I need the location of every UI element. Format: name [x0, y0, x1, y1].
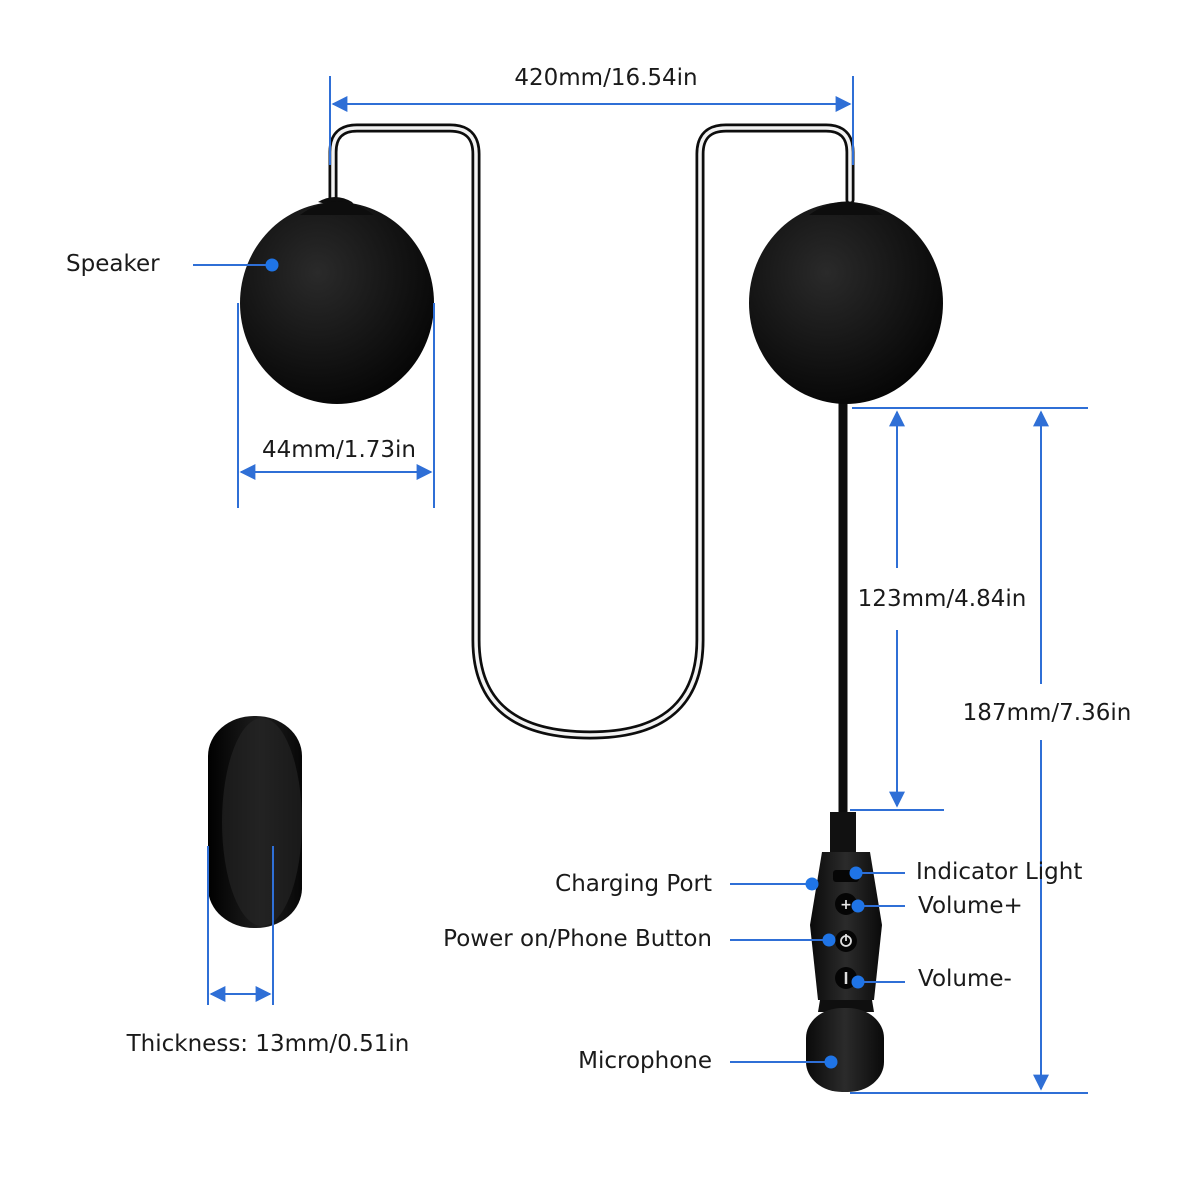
power-button-label: Power on/Phone Button	[443, 926, 712, 952]
callout-charging-port: Charging Port	[555, 871, 819, 897]
thickness-label: Thickness: 13mm/0.51in	[126, 1031, 410, 1057]
callout-volume-up: Volume+	[851, 893, 1023, 919]
callout-volume-down: Volume-	[851, 966, 1012, 992]
microphone-label: Microphone	[578, 1048, 712, 1074]
charging-port-label: Charging Port	[555, 871, 712, 897]
dim-mic-total: 187mm/7.36in	[850, 410, 1132, 1094]
dim-cable-width: 420mm/16.54in	[329, 65, 854, 165]
cable-width-label: 420mm/16.54in	[514, 65, 697, 91]
callout-speaker: Speaker	[66, 251, 279, 277]
speaker-side-view	[208, 716, 302, 928]
mic-total-label: 187mm/7.36in	[963, 700, 1132, 726]
right-speaker	[749, 201, 943, 404]
volume-down-label: Volume-	[918, 966, 1012, 992]
dim-thickness: Thickness: 13mm/0.51in	[126, 846, 410, 1057]
control-module: +	[810, 812, 882, 1000]
indicator-light-label: Indicator Light	[916, 859, 1082, 885]
volume-up-label: Volume+	[918, 893, 1023, 919]
microphone-foam	[806, 1000, 884, 1092]
headset-cable	[328, 123, 855, 825]
speaker-label: Speaker	[66, 251, 160, 277]
mic-boom-label: 123mm/4.84in	[858, 586, 1027, 612]
dim-mic-boom: 123mm/4.84in	[850, 407, 1088, 811]
plus-icon: +	[840, 897, 852, 913]
callout-power-button: Power on/Phone Button	[443, 926, 836, 952]
left-speaker	[240, 197, 434, 404]
callout-microphone: Microphone	[578, 1048, 838, 1074]
dim-speaker-diameter: 44mm/1.73in	[237, 303, 435, 508]
speaker-diameter-label: 44mm/1.73in	[262, 437, 416, 463]
callout-indicator-light: Indicator Light	[849, 859, 1082, 885]
